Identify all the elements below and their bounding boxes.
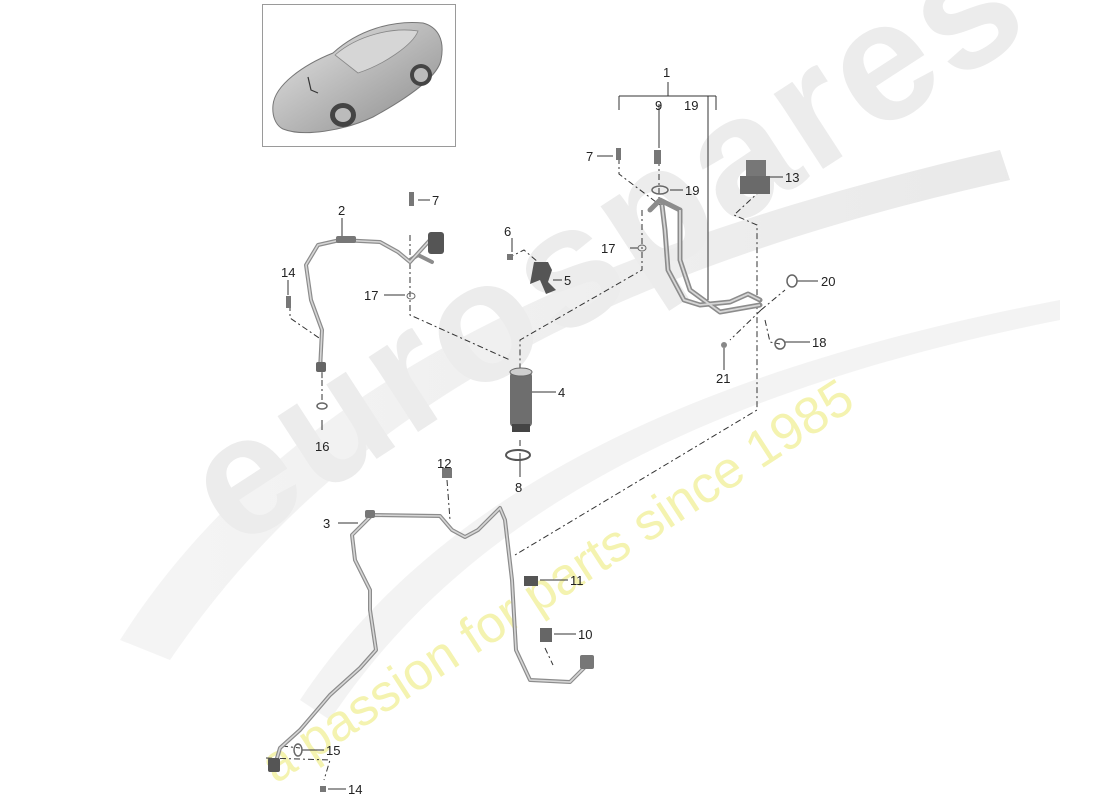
callout-10[interactable]: 10 [578, 627, 593, 642]
car-thumbnail-icon [272, 22, 443, 134]
callout-12[interactable]: 12 [437, 456, 452, 471]
callout-1[interactable]: 1 [663, 65, 671, 80]
callout-11[interactable]: 11 [570, 573, 584, 588]
callout-20[interactable]: 20 [821, 274, 836, 289]
callout-14-top[interactable]: 14 [281, 265, 296, 280]
callout-6[interactable]: 6 [504, 224, 512, 239]
callout-7-right[interactable]: 7 [586, 149, 594, 164]
callout-15[interactable]: 15 [326, 743, 341, 758]
vehicle-thumbnail[interactable] [262, 4, 456, 147]
callout-4[interactable]: 4 [558, 385, 566, 400]
callout-2[interactable]: 2 [338, 203, 346, 218]
part-13-shape [740, 160, 770, 194]
callout-18[interactable]: 18 [812, 335, 827, 350]
callout-14-bottom[interactable]: 14 [348, 782, 363, 797]
callout-3[interactable]: 3 [323, 516, 331, 531]
callout-21[interactable]: 21 [716, 371, 731, 386]
callout-19-top[interactable]: 19 [684, 98, 699, 113]
callout-9[interactable]: 9 [655, 98, 663, 113]
callout-17-right[interactable]: 17 [601, 241, 616, 256]
callout-17-left[interactable]: 17 [364, 288, 379, 303]
callout-16[interactable]: 16 [315, 439, 330, 454]
callout-8[interactable]: 8 [515, 480, 523, 495]
callout-13[interactable]: 13 [785, 170, 800, 185]
callout-7-left[interactable]: 7 [432, 193, 440, 208]
callout-5[interactable]: 5 [564, 273, 572, 288]
callout-19-mid[interactable]: 19 [685, 183, 700, 198]
